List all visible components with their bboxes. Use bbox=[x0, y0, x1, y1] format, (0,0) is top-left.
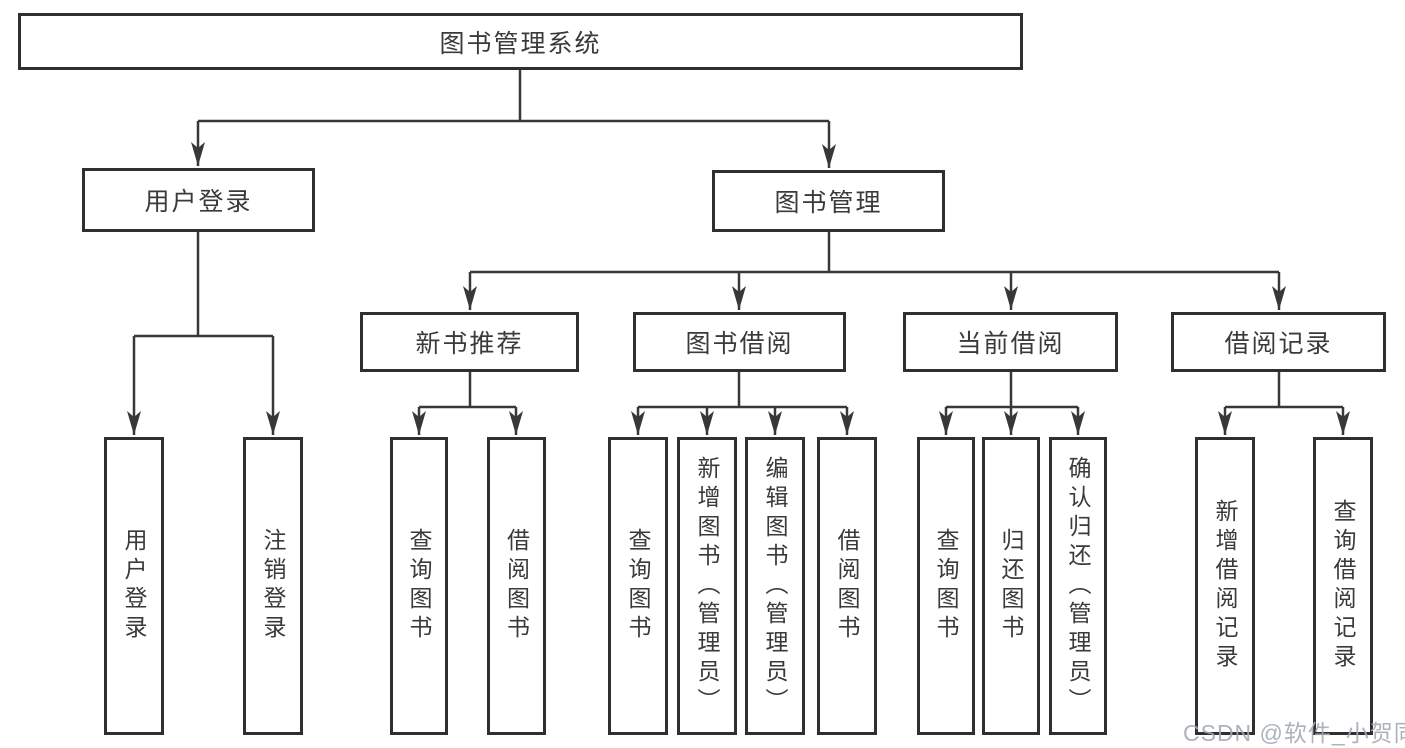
node-user-login: 用户登录 bbox=[82, 168, 315, 232]
node-root: 图书管理系统 bbox=[18, 13, 1023, 70]
leaf-add-borrow-record-label: 新增借阅记录 bbox=[1212, 499, 1238, 673]
leaf-user-login: 用户登录 bbox=[104, 437, 164, 735]
leaf-confirm-return-admin: 确认归还（管理员） bbox=[1049, 437, 1107, 735]
connector-arrows bbox=[127, 121, 1350, 435]
node-borrow-records: 借阅记录 bbox=[1171, 312, 1386, 372]
leaf-add-books-admin: 新增图书（管理员） bbox=[677, 437, 737, 735]
leaf-add-borrow-record: 新增借阅记录 bbox=[1195, 437, 1255, 735]
node-book-borrow-label: 图书借阅 bbox=[685, 330, 794, 358]
node-borrow-records-label: 借阅记录 bbox=[1224, 330, 1333, 358]
leaf-borrow-books-2-label: 借阅图书 bbox=[834, 528, 860, 644]
leaf-query-books-3-label: 查询图书 bbox=[933, 528, 959, 644]
node-current-borrow-label: 当前借阅 bbox=[956, 330, 1065, 358]
csdn-watermark: CSDN @软件_小贺同学 bbox=[1183, 720, 1405, 746]
node-book-borrow: 图书借阅 bbox=[633, 312, 846, 372]
node-new-book-recommend-label: 新书推荐 bbox=[415, 330, 524, 358]
leaf-return-books: 归还图书 bbox=[982, 437, 1040, 735]
node-current-borrow: 当前借阅 bbox=[903, 312, 1118, 372]
node-book-management-label: 图书管理 bbox=[774, 189, 883, 217]
leaf-query-books-2: 查询图书 bbox=[608, 437, 668, 735]
node-book-management: 图书管理 bbox=[712, 170, 945, 232]
connector-rails bbox=[134, 70, 1343, 409]
leaf-borrow-books-1: 借阅图书 bbox=[487, 437, 546, 735]
leaf-confirm-return-admin-label: 确认归还（管理员） bbox=[1065, 455, 1091, 717]
leaf-query-borrow-record-label: 查询借阅记录 bbox=[1330, 499, 1356, 673]
leaf-borrow-books-1-label: 借阅图书 bbox=[503, 528, 530, 644]
leaf-logout-login-label: 注销登录 bbox=[260, 528, 286, 644]
leaf-return-books-label: 归还图书 bbox=[998, 528, 1024, 644]
node-root-label: 图书管理系统 bbox=[439, 29, 602, 58]
node-new-book-recommend: 新书推荐 bbox=[360, 312, 579, 372]
leaf-query-books-1-label: 查询图书 bbox=[406, 528, 432, 644]
leaf-add-books-admin-label: 新增图书（管理员） bbox=[694, 455, 720, 717]
leaf-query-borrow-record: 查询借阅记录 bbox=[1313, 437, 1373, 735]
leaf-logout-login: 注销登录 bbox=[243, 437, 303, 735]
leaf-edit-books-admin: 编辑图书（管理员） bbox=[745, 437, 805, 735]
leaf-query-books-1: 查询图书 bbox=[390, 437, 448, 735]
leaf-edit-books-admin-label: 编辑图书（管理员） bbox=[762, 455, 788, 717]
leaf-borrow-books-2: 借阅图书 bbox=[817, 437, 877, 735]
leaf-query-books-3: 查询图书 bbox=[917, 437, 975, 735]
node-user-login-label: 用户登录 bbox=[144, 188, 253, 216]
leaf-user-login-label: 用户登录 bbox=[121, 528, 147, 644]
leaf-query-books-2-label: 查询图书 bbox=[625, 528, 651, 644]
